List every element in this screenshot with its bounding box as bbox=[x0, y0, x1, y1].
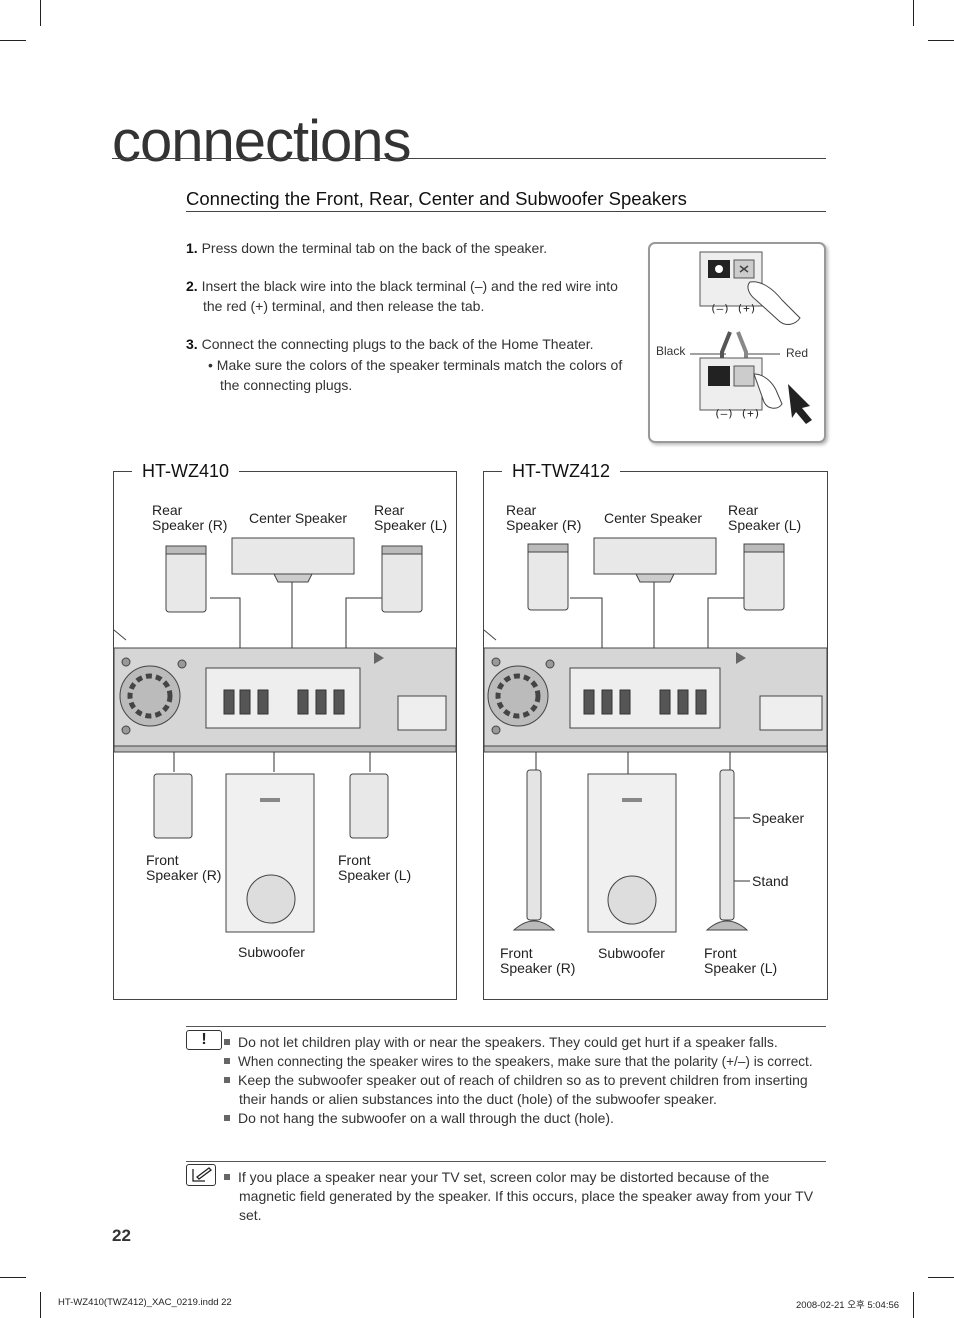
caution-list: Do not let children play with or near th… bbox=[224, 1033, 828, 1128]
terminal-figure: (–) (+) (–) (+) Black Red bbox=[648, 242, 826, 443]
label-subwoofer: Subwoofer bbox=[598, 945, 665, 961]
model-title-twz412: HT-TWZ412 bbox=[502, 461, 621, 482]
caution-item: Do not hang the subwoofer on a wall thro… bbox=[224, 1109, 828, 1128]
polarity-bottom: (–) (+) bbox=[714, 407, 761, 420]
wz410-diagram bbox=[114, 537, 456, 933]
label-front-speaker-l: Front Speaker (L) bbox=[338, 852, 412, 883]
terminal-illustration bbox=[690, 251, 812, 424]
twz412-diagram bbox=[484, 537, 827, 933]
note-item: If you place a speaker near your TV set,… bbox=[224, 1168, 828, 1225]
footer-file: HT-WZ410(TWZ412)_XAC_0219.indd 22 bbox=[58, 1297, 232, 1308]
step-text: Press down the terminal tab on the back … bbox=[201, 240, 548, 256]
caution-item: When connecting the speaker wires to the… bbox=[224, 1052, 828, 1071]
label-stand: Stand bbox=[752, 873, 789, 889]
label-front-speaker-r: Front Speaker (R) bbox=[500, 945, 576, 976]
label-rear-speaker-l: Rear Speaker (L) bbox=[728, 502, 802, 533]
label-rear-speaker-r: Rear Speaker (R) bbox=[152, 502, 228, 533]
label-black: Black bbox=[656, 344, 686, 358]
label-subwoofer: Subwoofer bbox=[238, 944, 305, 960]
chapter-rule bbox=[112, 158, 826, 159]
step-3-bullet: • Make sure the colors of the speaker te… bbox=[208, 357, 623, 393]
section-title: Connecting the Front, Rear, Center and S… bbox=[186, 188, 687, 209]
note-icon bbox=[186, 1164, 216, 1186]
caution-item: Keep the subwoofer speaker out of reach … bbox=[224, 1071, 828, 1109]
label-front-speaker-r: Front Speaker (R) bbox=[146, 852, 222, 883]
label-rear-speaker-r: Rear Speaker (R) bbox=[506, 502, 582, 533]
label-center-speaker: Center Speaker bbox=[249, 510, 348, 526]
chapter-title: connections bbox=[112, 109, 412, 174]
model-title-wz410: HT-WZ410 bbox=[132, 461, 240, 482]
step-2: 2. Insert the black wire into the black … bbox=[186, 276, 626, 316]
bullet-text: Make sure the colors of the speaker term… bbox=[216, 357, 623, 393]
label-rear-speaker-l: Rear Speaker (L) bbox=[374, 502, 448, 533]
step-1: 1. Press down the terminal tab on the ba… bbox=[186, 238, 626, 258]
label-center-speaker: Center Speaker bbox=[604, 510, 703, 526]
model-box-wz410: Rear Speaker (R) Center Speaker Rear Spe… bbox=[113, 471, 457, 1000]
model-box-twz412: Rear Speaker (R) Center Speaker Rear Spe… bbox=[483, 471, 828, 1000]
step-text: Connect the connecting plugs to the back… bbox=[201, 336, 594, 352]
section-rule bbox=[186, 211, 826, 212]
step-number: 2. bbox=[186, 278, 198, 294]
label-speaker: Speaker bbox=[752, 810, 805, 826]
page-number: 22 bbox=[112, 1226, 131, 1245]
caution-item: Do not let children play with or near th… bbox=[224, 1033, 828, 1052]
caution-rule bbox=[186, 1026, 826, 1027]
step-number: 1. bbox=[186, 240, 198, 256]
label-front-speaker-l: Front Speaker (L) bbox=[704, 945, 778, 976]
footer-date: 2008-02-21 오후 5:04:56 bbox=[796, 1300, 900, 1311]
polarity-top: (–) (+) bbox=[710, 302, 757, 315]
step-text: Insert the black wire into the black ter… bbox=[201, 278, 618, 314]
step-number: 3. bbox=[186, 336, 198, 352]
caution-icon: ! bbox=[186, 1030, 222, 1050]
note-rule bbox=[186, 1161, 826, 1162]
step-3: 3. Connect the connecting plugs to the b… bbox=[186, 334, 626, 354]
label-red: Red bbox=[786, 346, 809, 360]
note-list: If you place a speaker near your TV set,… bbox=[224, 1168, 828, 1225]
